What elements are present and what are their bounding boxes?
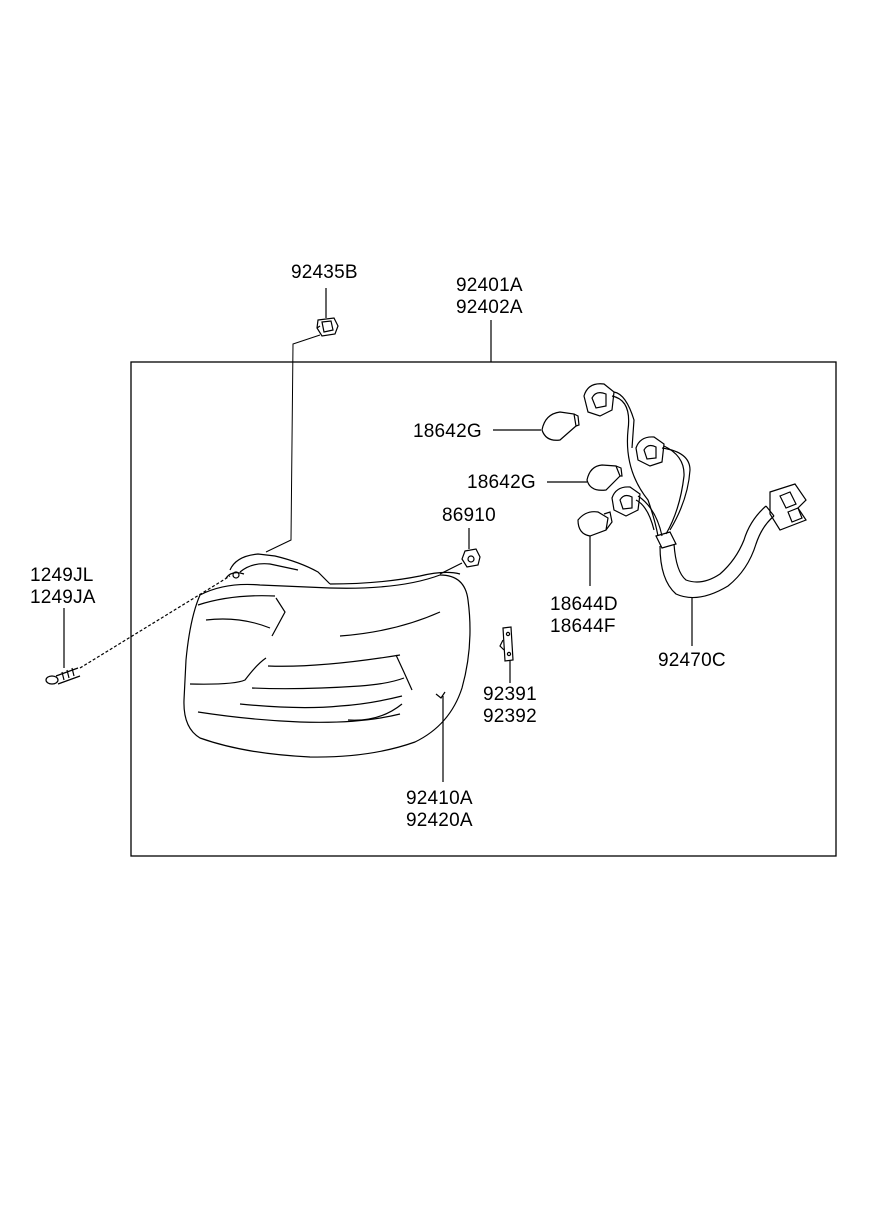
bulb-middle-icon: [586, 464, 623, 491]
nut-86910-icon: [461, 541, 481, 568]
part-label-bulb-middle: 18642G: [467, 472, 536, 494]
part-label-92470c: 92470C: [658, 650, 726, 672]
bulb-lower-icon: [577, 511, 613, 537]
clip-92391-icon: [499, 626, 514, 662]
bulb-upper-icon: [541, 411, 580, 441]
part-number: 92401A: [456, 275, 523, 296]
part-number: 18642G: [467, 472, 536, 493]
lamp-housing: [225, 553, 461, 585]
bolt-mount-leader: [265, 334, 321, 553]
part-label-92391: 92391 92392: [483, 684, 537, 728]
part-number: 92470C: [658, 650, 726, 671]
part-number: 18644D: [550, 594, 618, 615]
wiring-harness: [583, 383, 807, 599]
part-number: 1249JL: [30, 565, 94, 586]
part-number: 92391: [483, 684, 537, 705]
part-label-86910: 86910: [442, 505, 496, 527]
part-number: 86910: [442, 505, 496, 526]
lamp-lens: [183, 574, 471, 758]
part-label-bulb-upper: 18642G: [413, 421, 482, 443]
bolt-92435b-icon: [316, 317, 339, 337]
part-number: 92435B: [291, 262, 358, 283]
part-label-assembly: 92401A 92402A: [456, 275, 523, 319]
part-label-92410a: 92410A 92420A: [406, 788, 473, 832]
part-number: 92420A: [406, 810, 473, 831]
part-number: 18642G: [413, 421, 482, 442]
screw-mount-leader: [79, 575, 231, 669]
screw-1249-icon: [45, 667, 81, 685]
part-label-bulb-lower: 18644D 18644F: [550, 594, 618, 638]
assembly-frame: [130, 361, 837, 857]
part-label-92435b: 92435B: [291, 262, 358, 284]
nut-leader: [439, 562, 463, 575]
part-number: 1249JA: [30, 587, 96, 608]
part-label-1249: 1249JL 1249JA: [30, 565, 96, 609]
part-number: 92392: [483, 706, 537, 727]
part-number: 18644F: [550, 616, 616, 637]
part-number: 92402A: [456, 297, 523, 318]
part-number: 92410A: [406, 788, 473, 809]
